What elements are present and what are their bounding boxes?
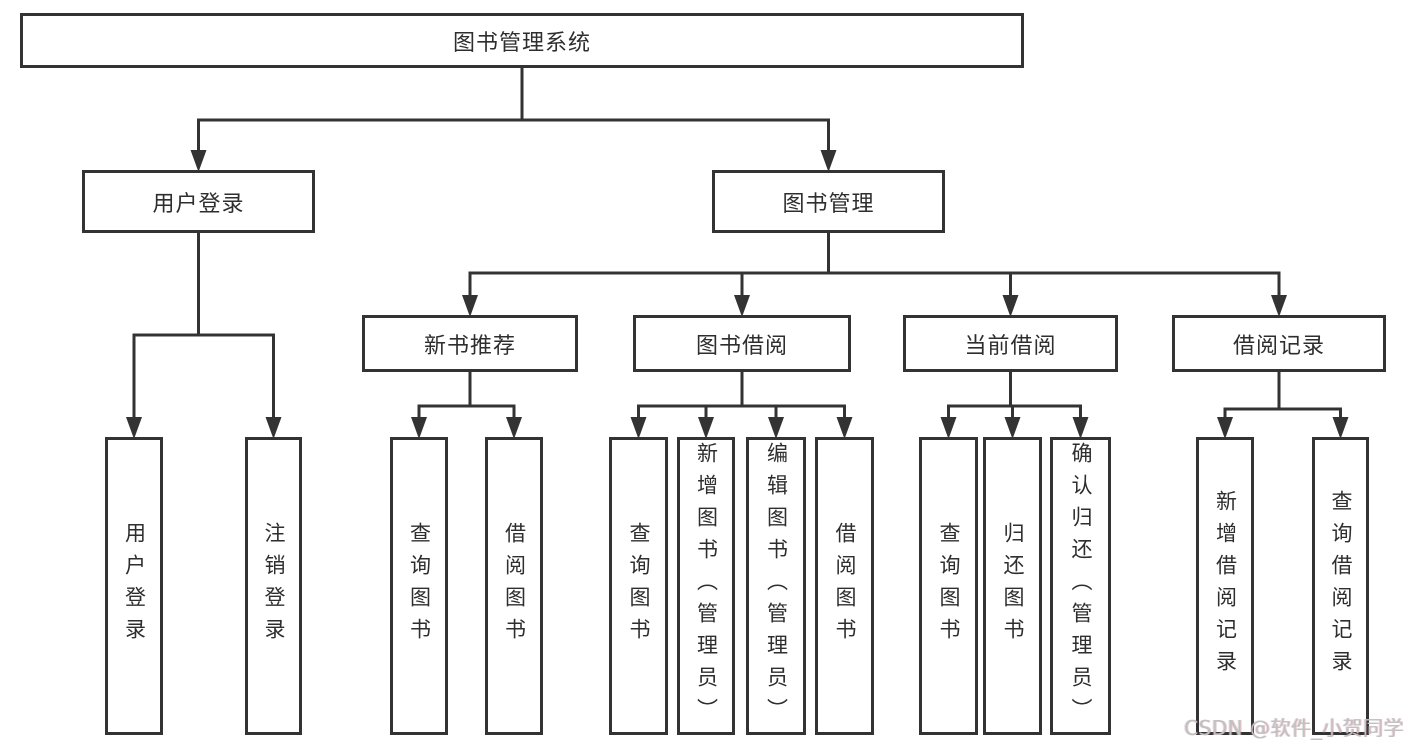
node-borrow-edit-books-admin: 编辑图书（管理员） [746,437,806,735]
node-records-add-record: 新增借阅记录 [1196,437,1254,735]
csdn-watermark: CSDN @软件_小贺同学 [1184,716,1404,740]
node-recommend-query-books: 查询图书 [390,437,448,735]
node-logout: 注销登录 [245,437,302,735]
node-borrow-query-books: 查询图书 [609,437,668,735]
node-library-system: 图书管理系统 [20,13,1024,68]
node-login: 用户登录 [105,437,163,735]
node-user-login: 用户登录 [82,170,315,233]
node-current-return-books: 归还图书 [983,437,1042,735]
node-borrow-records: 借阅记录 [1172,315,1386,372]
node-records-query-record: 查询借阅记录 [1312,437,1369,735]
node-book-management: 图书管理 [712,170,945,233]
node-current-confirm-return-admin: 确认归还（管理员） [1050,437,1111,735]
node-borrow-borrow-books: 借阅图书 [815,437,874,735]
node-current-query-books: 查询图书 [919,437,978,735]
node-recommend-borrow-books: 借阅图书 [485,437,543,735]
node-book-borrow: 图书借阅 [633,315,851,372]
node-current-borrow: 当前借阅 [903,315,1118,372]
node-borrow-add-books-admin: 新增图书（管理员） [677,437,735,735]
node-new-book-recommend: 新书推荐 [362,315,578,372]
